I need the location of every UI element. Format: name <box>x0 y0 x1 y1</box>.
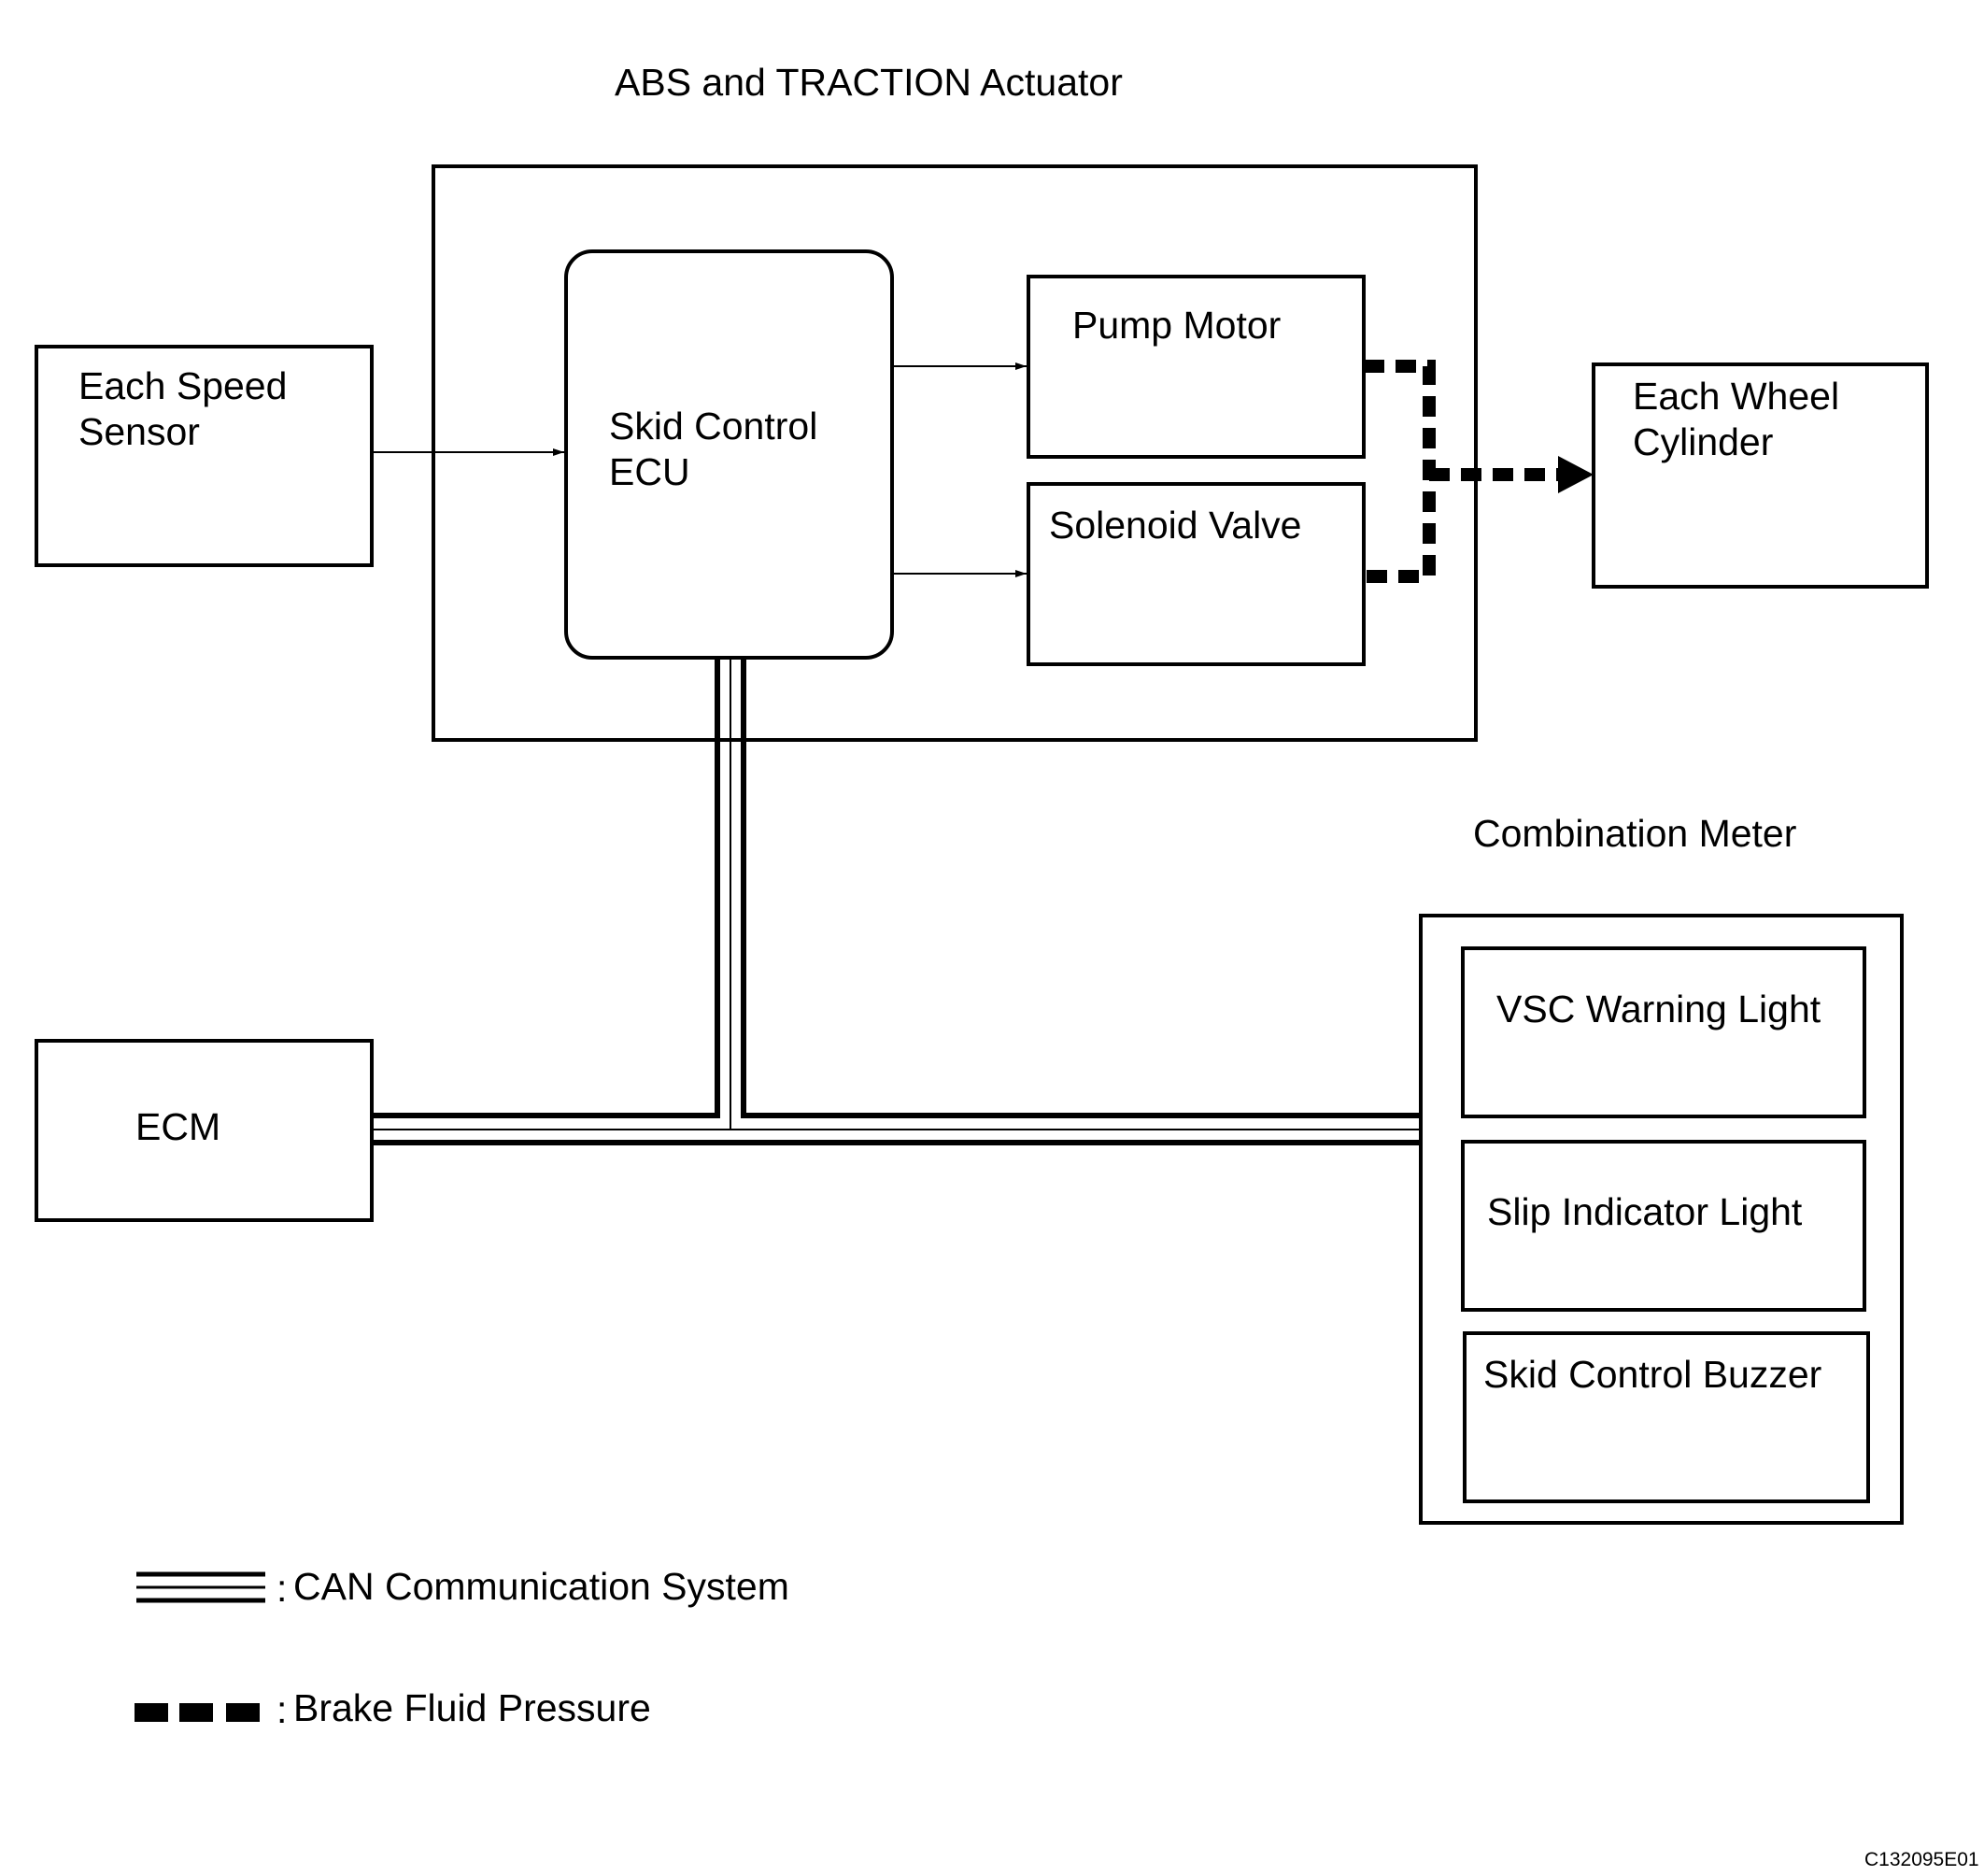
speed-sensor-box <box>35 345 374 567</box>
ecm-label: ECM <box>135 1105 221 1148</box>
slip-indicator-box <box>1461 1140 1866 1312</box>
wheel-cylinder-box <box>1592 362 1929 589</box>
legend-can-separator: : <box>276 1567 288 1610</box>
legend-can-symbol <box>136 1571 265 1603</box>
skid-buzzer-label: Skid Control Buzzer <box>1483 1353 1822 1396</box>
legend-brake-label: Brake Fluid Pressure <box>293 1686 651 1729</box>
skid-ecu-box <box>564 249 894 660</box>
solenoid-valve-label: Solenoid Valve <box>1049 504 1302 547</box>
legend-can-label: CAN Communication System <box>293 1565 789 1608</box>
speed-sensor-label: Each Speed Sensor <box>78 364 288 454</box>
actuator-title: ABS and TRACTION Actuator <box>615 61 1123 104</box>
figure-code: C132095E01 <box>1864 1849 1979 1870</box>
legend-brake-separator: : <box>276 1688 288 1731</box>
skid-ecu-label: Skid Control ECU <box>609 405 818 494</box>
brake-fluid-line <box>1364 360 1562 583</box>
skid-buzzer-box <box>1463 1331 1870 1503</box>
wheel-cylinder-label: Each Wheel Cylinder <box>1633 375 1840 464</box>
slip-indicator-label: Slip Indicator Light <box>1487 1190 1803 1233</box>
meter-container <box>1419 914 1904 1525</box>
solenoid-valve-box <box>1027 482 1366 666</box>
vsc-warning-label: VSC Warning Light <box>1496 988 1821 1030</box>
meter-title: Combination Meter <box>1473 812 1797 855</box>
vsc-warning-box <box>1461 946 1866 1118</box>
pump-motor-label: Pump Motor <box>1072 304 1282 347</box>
legend-brake-symbol <box>135 1703 260 1722</box>
can-bus <box>372 658 1421 1145</box>
brake-fluid-arrowhead <box>1558 456 1594 493</box>
